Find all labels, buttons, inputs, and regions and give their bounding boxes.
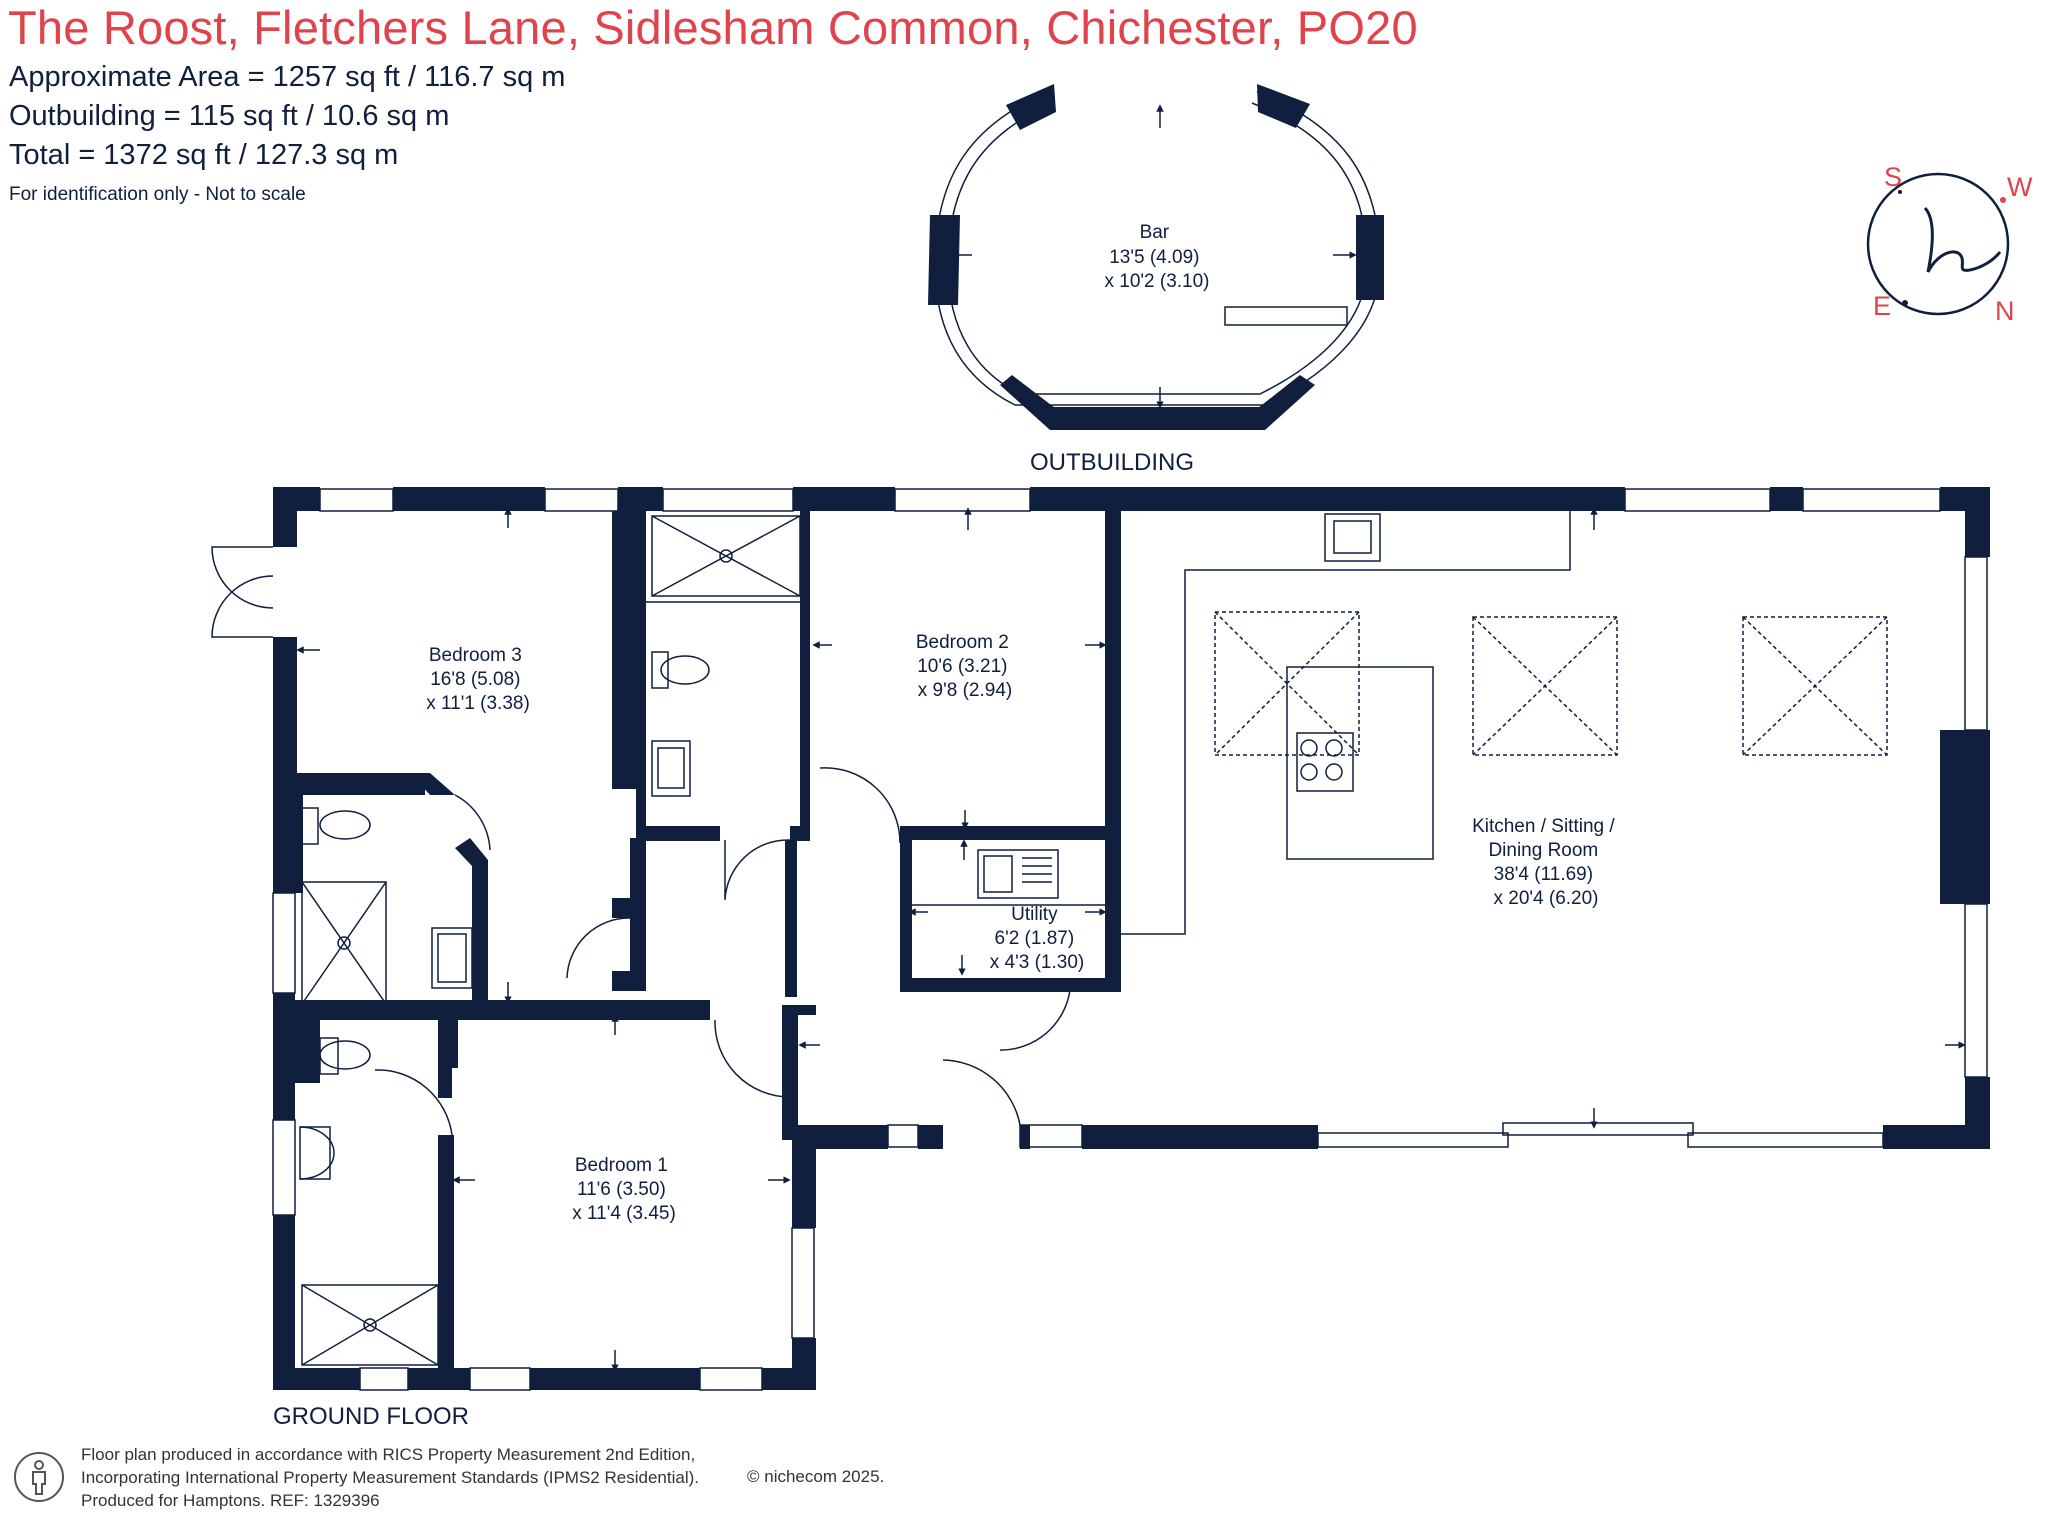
bedroom-2-dim2: x 9'8 (2.94) [918,680,1012,701]
room-label-bedroom-2: Bedroom 2 10'6 (3.21) x 9'8 (2.94) [916,632,1014,701]
bar-dim2: x 10'2 (3.10) [1104,271,1209,292]
bedroom-1-name: Bedroom 1 [575,1155,668,1176]
kitchen-dim2: x 20'4 (6.20) [1493,888,1598,909]
approx-area: Approximate Area = 1257 sq ft / 116.7 sq… [9,61,566,93]
person-icon [14,1452,64,1502]
kitchen-name2: Dining Room [1488,840,1598,861]
footer-line-1: Floor plan produced in accordance with R… [81,1445,696,1464]
room-label-bedroom-1: Bedroom 1 11'6 (3.50) x 11'4 (3.45) [572,1155,676,1224]
footer-line-2: Incorporating International Property Mea… [81,1468,699,1487]
footer-notes: Floor plan produced in accordance with R… [81,1443,699,1512]
room-label-bedroom-3: Bedroom 3 16'8 (5.08) x 11'1 (3.38) [426,645,530,714]
outbuilding-area: Outbuilding = 115 sq ft / 10.6 sq m [9,100,450,132]
ground-floor-plan [211,487,1990,1391]
identification-note: For identification only - Not to scale [9,184,306,205]
bedroom-2-dim1: 10'6 (3.21) [917,656,1007,677]
bar-dim1: 13'5 (4.09) [1109,247,1199,268]
copyright: © nichecom 2025. [747,1467,885,1486]
compass-s: S [1884,162,1902,192]
bedroom-3-dim1: 16'8 (5.08) [430,669,520,690]
compass-w: W [2007,172,2033,202]
ground-floor-label: GROUND FLOOR [273,1403,469,1430]
bedroom-3-name: Bedroom 3 [429,645,522,666]
room-label-kitchen: Kitchen / Sitting / Dining Room 38'4 (11… [1472,816,1620,909]
utility-dim1: 6'2 (1.87) [995,928,1075,949]
outbuilding-plan: Bar 13'5 (4.09) x 10'2 (3.10) OUTBUILDIN… [928,84,1384,476]
utility-dim2: x 4'3 (1.30) [990,952,1084,973]
utility-name: Utility [1011,904,1058,925]
compass-e: E [1873,291,1891,321]
compass-n: N [1995,296,2015,326]
kitchen-name: Kitchen / Sitting / [1472,816,1615,837]
compass-logo-icon: S W E N [1866,162,2033,326]
bedroom-3-dim2: x 11'1 (3.38) [426,693,530,714]
room-label-utility: Utility 6'2 (1.87) x 4'3 (1.30) [990,904,1084,973]
svg-text:Bar 13'5 (4.09) x: Bar 13'5 (4.09) x 10'2 (3.10) [1104,222,1209,292]
page-title: The Roost, Fletchers Lane, Sidlesham Com… [8,1,1418,54]
bedroom-1-dim2: x 11'4 (3.45) [572,1203,676,1224]
bedroom-2-name: Bedroom 2 [916,632,1009,653]
kitchen-dim1: 38'4 (11.69) [1494,864,1593,885]
total-area: Total = 1372 sq ft / 127.3 sq m [9,139,399,171]
outbuilding-label: OUTBUILDING [1030,449,1194,476]
area-summary: Approximate Area = 1257 sq ft / 116.7 sq… [9,58,565,175]
footer-line-3: Produced for Hamptons. REF: 1329396 [81,1491,380,1510]
bedroom-1-dim1: 11'6 (3.50) [577,1179,666,1200]
bar-name: Bar [1140,222,1170,243]
